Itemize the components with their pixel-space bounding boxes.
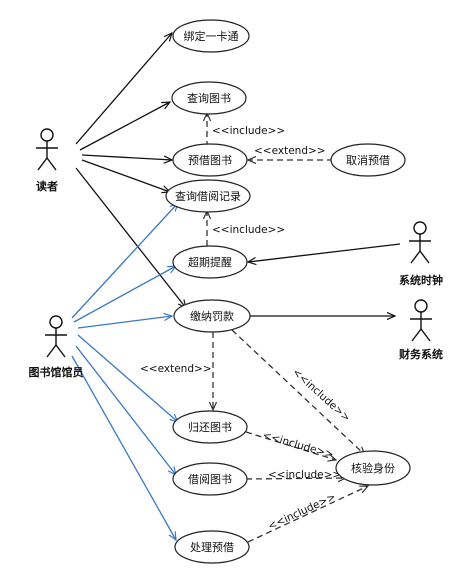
- label-extend-cancel: <<extend>>: [254, 145, 326, 157]
- use-case-label: 绑定一卡通: [184, 29, 239, 43]
- use-case-verify-identity[interactable]: 核验身份: [335, 450, 411, 486]
- assoc-reader-query-book: [79, 102, 170, 151]
- use-case-return-book[interactable]: 归还图书: [172, 410, 248, 444]
- dependencies: [207, 113, 368, 543]
- use-case-label: 核验身份: [351, 461, 395, 475]
- use-case-borrow-book[interactable]: 借阅图书: [172, 462, 248, 496]
- use-case-label: 缴纳罚款: [190, 309, 234, 323]
- use-case-label: 查询图书: [187, 91, 231, 105]
- use-case-label: 归还图书: [188, 420, 232, 434]
- assoc-librarian-overdue: [73, 266, 176, 323]
- dep-include-return-verify: [245, 431, 336, 460]
- use-case-cancel-reserve[interactable]: 取消预借: [330, 143, 406, 177]
- actor-librarian-label: 图书馆馆员: [29, 365, 84, 379]
- use-case-bind-card[interactable]: 绑定一卡通: [172, 19, 250, 53]
- assoc-librarian-handle: [71, 355, 176, 540]
- assoc-librarian-return: [77, 334, 178, 422]
- use-case-overdue-reminder[interactable]: 超期提醒: [172, 245, 248, 279]
- actor-reader[interactable]: [36, 128, 58, 171]
- dep-include-fine-verify: [231, 329, 365, 455]
- assoc-librarian-borrow: [75, 345, 176, 475]
- label-include-return-verify: <<include>>: [261, 429, 335, 461]
- label-include-fine-verify: <<include>>: [290, 366, 352, 424]
- actor-reader-label: 读者: [36, 179, 58, 193]
- assoc-reader-pay-fine: [75, 167, 186, 308]
- dep-include-handle-verify: [247, 486, 368, 543]
- use-case-query-borrow-record[interactable]: 查询借阅记录: [165, 179, 251, 213]
- assoc-reader-query-record: [81, 159, 170, 192]
- use-case-reserve-book[interactable]: 预借图书: [172, 143, 248, 177]
- actor-finance-system[interactable]: [410, 299, 432, 342]
- actor-system-clock[interactable]: [409, 221, 431, 264]
- label-include-overdue: <<include>>: [212, 224, 285, 236]
- use-case-pay-fine[interactable]: 缴纳罚款: [173, 299, 251, 333]
- librarian-associations: [71, 203, 178, 540]
- label-include-handle-verify: <<include>>: [266, 491, 337, 533]
- system-associations: [248, 243, 401, 316]
- actor-librarian[interactable]: [45, 315, 67, 358]
- use-case-query-book[interactable]: 查询图书: [171, 81, 247, 115]
- use-case-label: 借阅图书: [188, 473, 232, 486]
- assoc-clock-overdue: [248, 243, 401, 262]
- use-case-label: 取消预借: [346, 153, 390, 167]
- assoc-librarian-query-record: [71, 203, 178, 319]
- assoc-reader-reserve-book: [81, 154, 172, 160]
- relation-labels: <<include>> <<extend>> <<include>> <<ext…: [140, 125, 352, 533]
- use-case-label: 处理预借: [190, 541, 234, 554]
- actor-system-clock-label: 系统时钟: [399, 273, 443, 287]
- use-case-label: 超期提醒: [188, 255, 232, 269]
- label-include-borrow-verify: <<include>>: [268, 469, 341, 481]
- use-case-handle-reservation[interactable]: 处理预借: [174, 530, 250, 564]
- label-extend-return: <<extend>>: [140, 363, 212, 375]
- dep-include-borrow-verify: [245, 478, 346, 479]
- assoc-reader-bind-card: [75, 33, 172, 145]
- assoc-librarian-pay-fine: [77, 316, 172, 329]
- actor-finance-system-label: 财务系统: [398, 347, 443, 361]
- use-case-label: 查询借阅记录: [175, 189, 241, 203]
- reader-associations: [75, 33, 186, 308]
- label-include-query: <<include>>: [212, 125, 285, 137]
- use-case-label: 预借图书: [188, 154, 232, 167]
